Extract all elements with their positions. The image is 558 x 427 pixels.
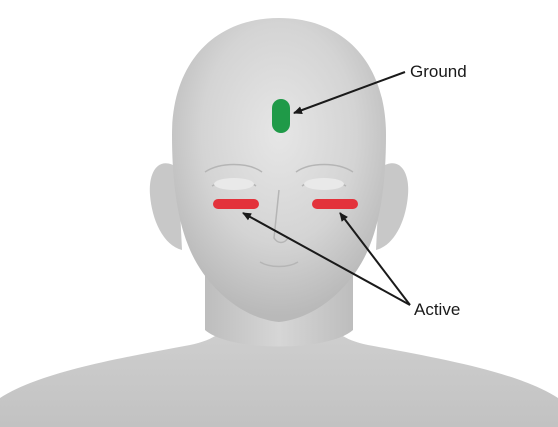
right-eye (214, 178, 254, 190)
active-electrode-right (213, 199, 259, 209)
left-eye (304, 178, 344, 190)
active-label: Active (414, 300, 460, 320)
active-electrode-left (312, 199, 358, 209)
head (172, 18, 386, 322)
ground-electrode (272, 99, 290, 133)
ground-label: Ground (410, 62, 467, 82)
